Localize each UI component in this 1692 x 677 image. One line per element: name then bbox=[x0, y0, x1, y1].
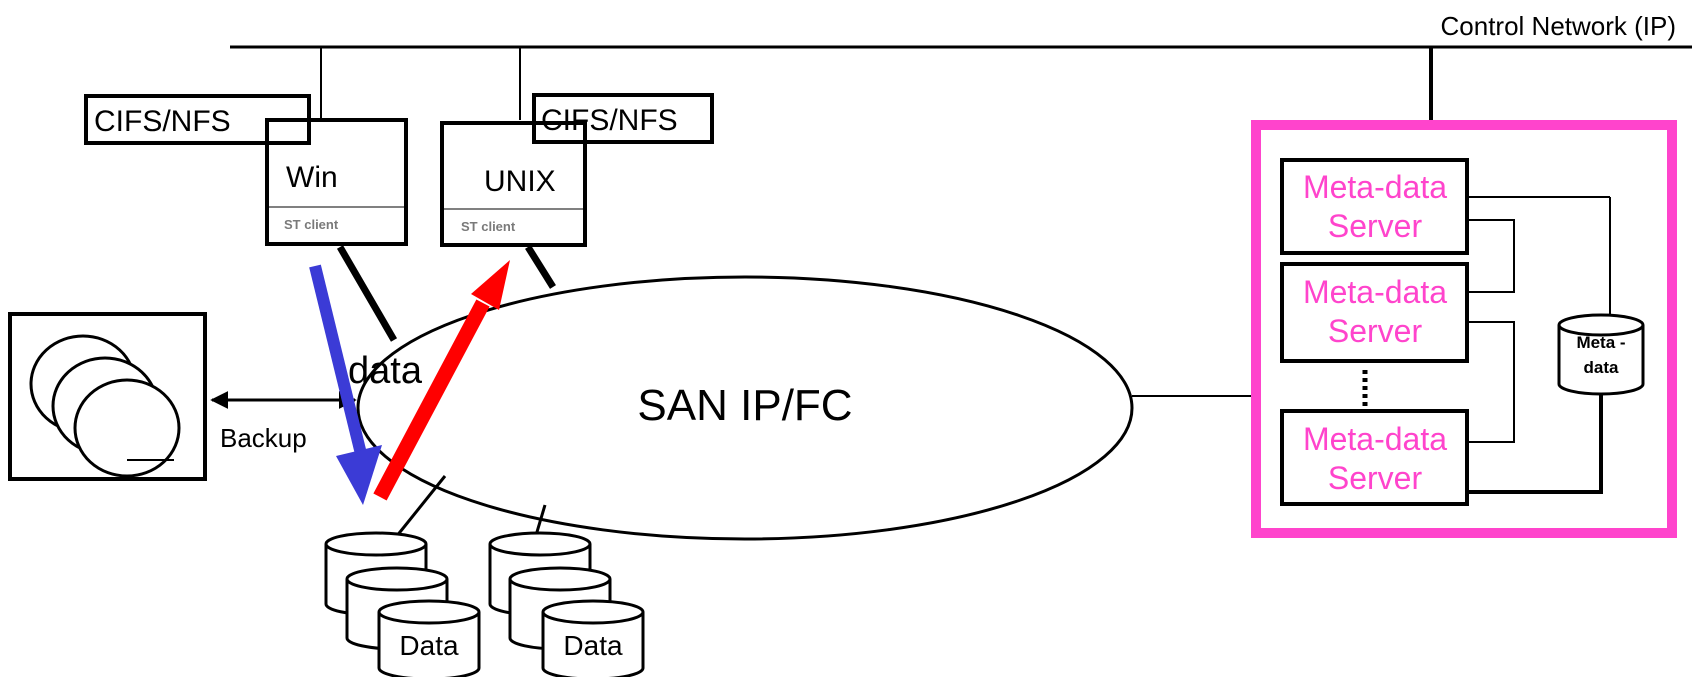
read-arrow-shaft bbox=[373, 299, 490, 501]
san-ellipse bbox=[356, 275, 1134, 541]
storage-stack-left: Data bbox=[324, 531, 481, 677]
metadata-server-label: Meta-data bbox=[1303, 421, 1447, 457]
win-software-label: ST client bbox=[284, 217, 339, 232]
unix-client: UNIX ST client CIFS/NFS bbox=[440, 93, 714, 247]
data-flow-label: data bbox=[348, 350, 423, 392]
unix-protocol-label: CIFS/NFS bbox=[541, 104, 678, 137]
disk bbox=[541, 599, 645, 677]
write-arrow-head bbox=[336, 445, 382, 505]
win-protocol-box bbox=[84, 94, 311, 145]
metadata-store-label: Meta - bbox=[1576, 333, 1625, 352]
control-network: Control Network (IP) bbox=[230, 11, 1692, 122]
server-store-link bbox=[1467, 391, 1603, 494]
storage-left-label: Data bbox=[399, 630, 459, 661]
read-arrow bbox=[373, 260, 510, 501]
metadata-server-box bbox=[1280, 158, 1469, 255]
unix-protocol-box bbox=[532, 93, 714, 144]
metadata-server-label: Meta-data bbox=[1303, 274, 1447, 310]
metadata-server: Meta-data Server bbox=[1280, 262, 1469, 363]
write-arrow-shaft bbox=[309, 264, 368, 460]
metadata-store-label: data bbox=[1584, 358, 1620, 377]
metadata-store: Meta - data bbox=[1557, 313, 1645, 396]
metadata-cluster-border bbox=[1251, 120, 1677, 538]
metadata-store-top bbox=[1557, 313, 1645, 337]
win-protocol-label: CIFS/NFS bbox=[94, 105, 231, 138]
win-san-link bbox=[336, 245, 398, 342]
unix-software-label: ST client bbox=[461, 219, 516, 234]
metadata-store-body bbox=[1557, 325, 1645, 396]
storage-left-link bbox=[390, 475, 447, 543]
metadata-server-label: Server bbox=[1328, 208, 1423, 244]
san: SAN IP/FC bbox=[356, 275, 1134, 541]
san-label: SAN IP/FC bbox=[637, 381, 852, 430]
win-client-box bbox=[265, 118, 408, 246]
server-interconnect bbox=[1467, 321, 1515, 443]
metadata-cluster: Meta-data Server Meta-data Server Meta-d… bbox=[1251, 120, 1677, 538]
unix-os-label: UNIX bbox=[484, 165, 556, 198]
metadata-server-box bbox=[1280, 409, 1469, 506]
metadata-server-label: Meta-data bbox=[1303, 169, 1447, 205]
metadata-server-box bbox=[1280, 262, 1469, 363]
metadata-server: Meta-data Server bbox=[1280, 158, 1469, 255]
storage-right-label: Data bbox=[563, 630, 623, 661]
tape-library bbox=[8, 312, 207, 481]
unix-san-link bbox=[525, 245, 556, 289]
tape-reel-3 bbox=[73, 378, 181, 478]
server-interconnect bbox=[1467, 219, 1515, 293]
win-os-label: Win bbox=[286, 161, 338, 194]
control-network-label: Control Network (IP) bbox=[1441, 11, 1677, 41]
backup-label: Backup bbox=[220, 423, 307, 453]
metadata-server-label: Server bbox=[1328, 460, 1423, 496]
win-client: Win ST client CIFS/NFS bbox=[84, 94, 408, 246]
storage-stack-right: Data bbox=[488, 531, 645, 677]
write-arrow bbox=[309, 264, 382, 505]
metadata-server: Meta-data Server bbox=[1280, 409, 1469, 506]
disk bbox=[377, 599, 481, 677]
read-arrow-head bbox=[471, 260, 510, 310]
metadata-server-label: Server bbox=[1328, 313, 1423, 349]
